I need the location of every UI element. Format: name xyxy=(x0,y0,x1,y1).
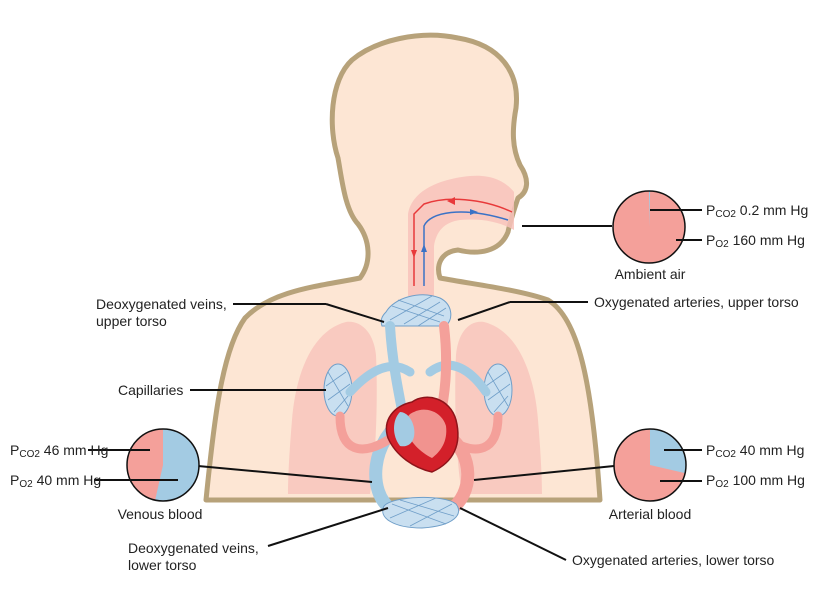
vein-right-lung xyxy=(425,360,491,397)
ambient-air-pco2-value: 0.2 mm Hg xyxy=(739,202,809,218)
vein-left-lung xyxy=(345,362,415,397)
right-lung-capillary-mesh xyxy=(485,371,511,413)
lower-capillary-bed xyxy=(382,496,460,529)
leader-line xyxy=(459,507,567,561)
arterial-blood-po2: PO2 100 mm Hg xyxy=(706,472,805,490)
airway-arrowhead xyxy=(411,250,417,258)
o2-subscript: O2 xyxy=(715,239,729,250)
p-symbol: P xyxy=(10,442,20,458)
leader-line xyxy=(325,303,385,323)
venous-blood-pie-co2-slice xyxy=(155,429,200,501)
label-capillaries: Capillaries xyxy=(118,382,184,398)
upper-capillary-mesh-lines xyxy=(389,295,447,327)
co2-subscript: CO2 xyxy=(19,449,40,460)
ambient-air-pie-co2-slice xyxy=(649,191,651,227)
pie-leader-lines xyxy=(88,209,702,482)
arterial-blood-pie-outline xyxy=(613,428,687,502)
label-line: upper torso xyxy=(96,313,167,329)
leader-line xyxy=(457,301,511,321)
arterial-blood-pie-co2-slice xyxy=(650,429,686,474)
airway-arrow-red-path xyxy=(413,198,513,286)
leader-line xyxy=(197,465,373,483)
heart-inner xyxy=(405,409,447,458)
arterial-blood-po2-value: 100 mm Hg xyxy=(732,472,805,488)
arterial-blood-pco2-value: 40 mm Hg xyxy=(739,442,805,458)
venous-blood-name: Venous blood xyxy=(117,506,203,522)
label-oxy-arteries-lower: Oxygenated arteries, lower torso xyxy=(572,552,775,568)
venous-blood-pie-outline xyxy=(126,428,200,502)
upper-capillary-mesh xyxy=(380,294,452,327)
leader-line xyxy=(267,507,389,547)
p-symbol: P xyxy=(706,472,716,488)
lower-capillary-mesh-lines xyxy=(389,497,455,527)
airway-arrowhead xyxy=(447,197,455,205)
label-deoxy-veins-upper: Deoxygenated veins, upper torso xyxy=(96,296,227,330)
o2-subscript: O2 xyxy=(19,479,33,490)
venous-blood-po2-value: 40 mm Hg xyxy=(36,472,102,488)
label-deoxy-veins-lower: Deoxygenated veins, lower torso xyxy=(128,540,259,574)
ambient-air-po2: PO2 160 mm Hg xyxy=(706,232,805,250)
co2-subscript: CO2 xyxy=(715,209,736,220)
airway-arrowhead xyxy=(470,209,478,215)
airway xyxy=(408,175,514,300)
ambient-air-pie-outline xyxy=(612,190,686,264)
lower-capillary-mesh xyxy=(382,496,460,529)
arterial-blood-name: Arterial blood xyxy=(608,506,692,522)
arterial-blood-pco2: PCO2 40 mm Hg xyxy=(706,442,805,460)
venous-blood-po2: PO2 40 mm Hg xyxy=(10,472,102,490)
label-oxy-arteries-upper: Oxygenated arteries, upper torso xyxy=(594,294,799,310)
lung-capillaries xyxy=(323,363,513,417)
venous-blood-pco2: PCO2 46 mm Hg xyxy=(10,442,109,460)
airway-arrowhead xyxy=(421,244,427,252)
airway-arrow-blue-path xyxy=(423,211,509,286)
heart-right-side xyxy=(394,412,415,447)
p-symbol: P xyxy=(706,202,716,218)
airway-arrows xyxy=(411,197,513,286)
upper-capillary-bed xyxy=(380,294,452,327)
ambient-air-name: Ambient air xyxy=(614,266,686,282)
venous-blood-pco2-value: 46 mm Hg xyxy=(43,442,109,458)
p-symbol: P xyxy=(706,232,716,248)
label-line: Deoxygenated veins, xyxy=(128,540,259,556)
artery-left-lung xyxy=(335,411,393,454)
co2-subscript: CO2 xyxy=(715,449,736,460)
ambient-air-po2-value: 160 mm Hg xyxy=(732,232,805,248)
leader-line xyxy=(473,465,615,481)
ambient-air-pco2: PCO2 0.2 mm Hg xyxy=(706,202,809,220)
label-line: lower torso xyxy=(128,557,197,573)
left-lung-capillary-mesh xyxy=(325,371,351,413)
p-symbol: P xyxy=(10,472,20,488)
leader-lines xyxy=(190,225,615,561)
p-symbol: P xyxy=(706,442,716,458)
label-line: Deoxygenated veins, xyxy=(96,296,227,312)
o2-subscript: O2 xyxy=(715,479,729,490)
